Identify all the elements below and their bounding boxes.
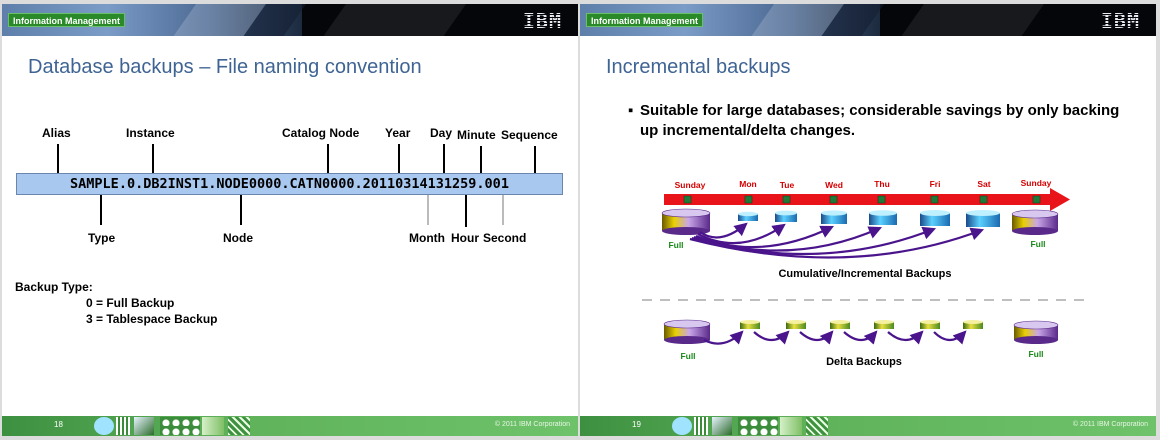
- slide-header: Information Management IBM: [2, 4, 578, 36]
- minute-label: Minute: [457, 128, 496, 142]
- node-connector: [240, 195, 242, 225]
- catalog-node-connector: [327, 144, 329, 173]
- day-label: Sunday: [675, 180, 706, 190]
- timeline-arrow-icon: [1050, 188, 1070, 211]
- full-backup-cylinder: [663, 319, 711, 344]
- page-number: 19: [632, 420, 641, 429]
- section-label: Information Management: [8, 13, 126, 27]
- bullet-icon: ▪: [628, 102, 634, 119]
- full-label: Full: [1028, 349, 1043, 359]
- full-label: Full: [1030, 239, 1045, 249]
- hour-connector: [465, 195, 467, 227]
- full-backup-cylinder: [1013, 320, 1059, 344]
- full-label: Full: [680, 351, 695, 361]
- delta-backup-cylinders: [740, 320, 983, 329]
- day-label: Wed: [825, 180, 843, 190]
- backup-type-title: Backup Type:: [15, 280, 93, 294]
- copyright: © 2011 IBM Corporation: [1072, 421, 1148, 428]
- day-label: Tue: [780, 180, 795, 190]
- slide-footer: 18 © 2011 IBM Corporation: [2, 416, 578, 436]
- day-connector: [443, 144, 445, 173]
- slide-title: Incremental backups: [606, 56, 791, 78]
- day-label: Thu: [874, 179, 890, 189]
- cumulative-arcs: [689, 222, 985, 259]
- day-label: Sat: [977, 179, 990, 189]
- delta-caption: Delta Backups: [826, 356, 902, 368]
- timeline-bar: [664, 194, 1052, 205]
- backup-diagram: Sunday Mon Tue Wed Thu Fri Sat Sunday: [642, 178, 1092, 368]
- second-connector: [502, 195, 504, 225]
- year-label: Year: [385, 126, 411, 140]
- full-label: Full: [668, 240, 683, 250]
- year-connector: [398, 144, 400, 173]
- slide-header: Information Management IBM: [580, 4, 1156, 36]
- timeline-markers: [683, 195, 1041, 204]
- sequence-connector: [534, 146, 536, 173]
- footer-art: [94, 417, 114, 435]
- backup-type-item: 3 = Tablespace Backup: [86, 312, 218, 326]
- backup-type-item: 0 = Full Backup: [86, 296, 175, 310]
- full-backup-cylinder: [661, 208, 711, 235]
- day-label: Sunday: [1021, 178, 1052, 188]
- full-backup-cylinder: [1011, 209, 1059, 235]
- sequence-label: Sequence: [501, 128, 558, 142]
- second-label: Second: [483, 231, 527, 245]
- type-connector: [100, 195, 102, 225]
- page-number: 18: [54, 420, 63, 429]
- month-label: Month: [409, 231, 445, 245]
- copyright: © 2011 IBM Corporation: [494, 421, 570, 428]
- footer-art: [672, 417, 692, 435]
- instance-connector: [152, 144, 154, 173]
- incremental-backup-cylinders: [738, 210, 1000, 227]
- slide-18[interactable]: Information Management IBM Database back…: [2, 4, 578, 436]
- section-label: Information Management: [586, 13, 704, 27]
- delta-arcs: [703, 330, 967, 345]
- slide-footer: 19 © 2011 IBM Corporation: [580, 416, 1156, 436]
- ibm-logo: IBM: [522, 9, 562, 33]
- alias-label: Alias: [42, 126, 71, 140]
- slide-title: Database backups – File naming conventio…: [28, 56, 422, 78]
- day-label: Fri: [930, 179, 941, 189]
- cumulative-caption: Cumulative/Incremental Backups: [778, 268, 951, 280]
- month-connector: [427, 195, 429, 225]
- instance-label: Instance: [126, 126, 175, 140]
- node-label: Node: [223, 231, 253, 245]
- minute-connector: [480, 146, 482, 173]
- ibm-logo: IBM: [1100, 9, 1140, 33]
- catalog-node-label: Catalog Node: [282, 126, 360, 140]
- bullet-text: Suitable for large databases; considerab…: [640, 102, 1120, 139]
- alias-connector: [57, 144, 59, 173]
- slide-19[interactable]: Information Management IBM Incremental b…: [580, 4, 1156, 436]
- day-label: Mon: [739, 179, 756, 189]
- hour-label: Hour: [451, 231, 479, 245]
- backup-filename: SAMPLE.0.DB2INST1.NODE0000.CATN0000.2011…: [16, 173, 563, 195]
- day-label: Day: [430, 126, 453, 140]
- type-label: Type: [88, 231, 116, 245]
